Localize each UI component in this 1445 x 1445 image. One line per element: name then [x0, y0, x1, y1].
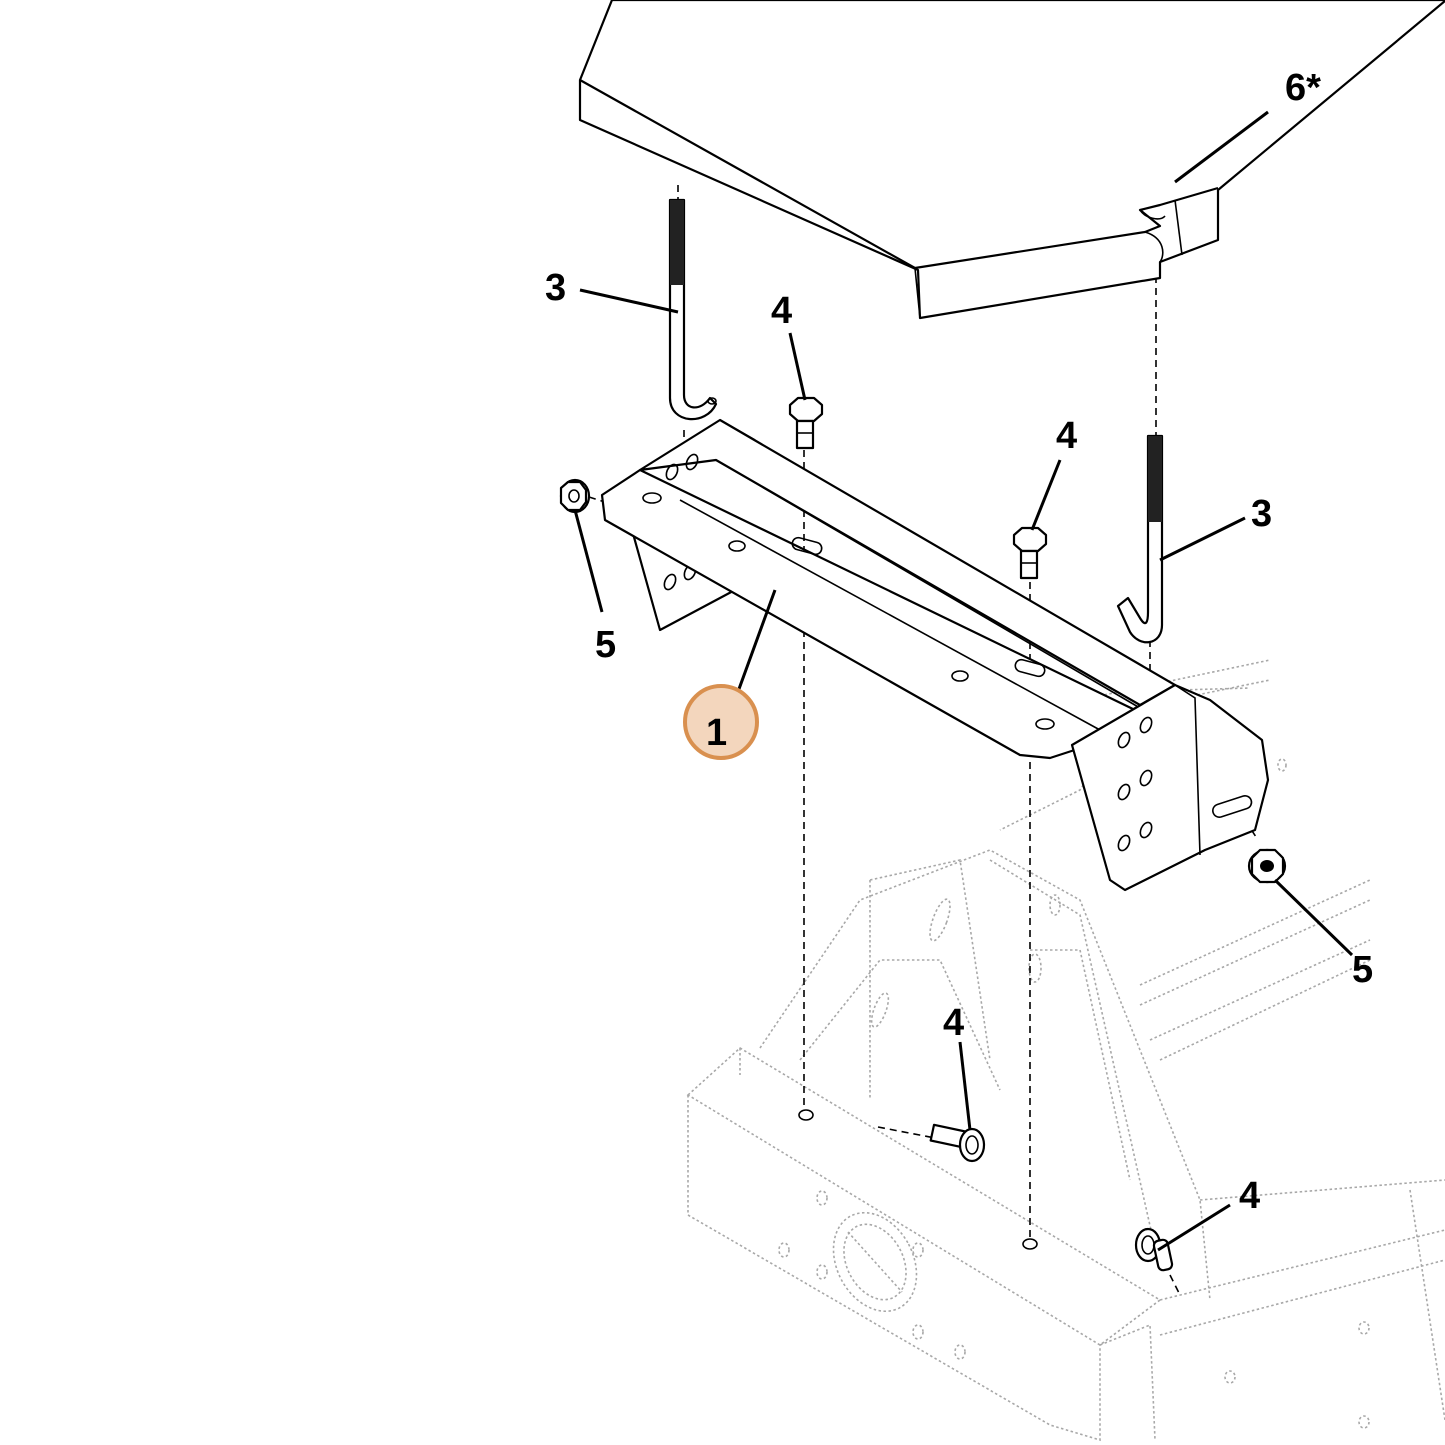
- callout-6: 6*: [1285, 67, 1321, 109]
- callout-3-right: 3: [1251, 493, 1272, 535]
- callout-4-lower-left: 4: [943, 1002, 964, 1044]
- callout-5-left: 5: [595, 624, 616, 666]
- part-4-bolt-lower-left: [929, 1123, 986, 1163]
- part-3-j-bolt-left: [668, 198, 718, 421]
- callout-4-upper-left: 4: [771, 290, 792, 332]
- part-3-j-bolt-right: [1116, 434, 1164, 644]
- tractor-frame-outline: [686, 659, 1445, 1442]
- part-6-weight: [578, 0, 1445, 320]
- callout-1-highlight: [683, 684, 759, 760]
- callout-3-left: 3: [545, 267, 566, 309]
- part-4-bolt-lower-right: [1134, 1227, 1174, 1272]
- part-4-bolt-upper-right: [1012, 526, 1048, 580]
- frame-hole-left: [798, 1109, 814, 1121]
- part-5-nut-right: [1247, 848, 1287, 884]
- callout-5-right: 5: [1352, 949, 1373, 991]
- callout-4-upper-right: 4: [1056, 415, 1077, 457]
- callout-1: 1: [706, 712, 727, 754]
- callout-4-lower-right: 4: [1239, 1175, 1260, 1217]
- part-5-nut-left: [559, 478, 591, 514]
- part-4-bolt-upper-left: [788, 396, 824, 450]
- leader-lines: [573, 110, 1354, 1252]
- frame-hole-right: [1022, 1238, 1038, 1250]
- part-1-bracket: [600, 418, 1270, 892]
